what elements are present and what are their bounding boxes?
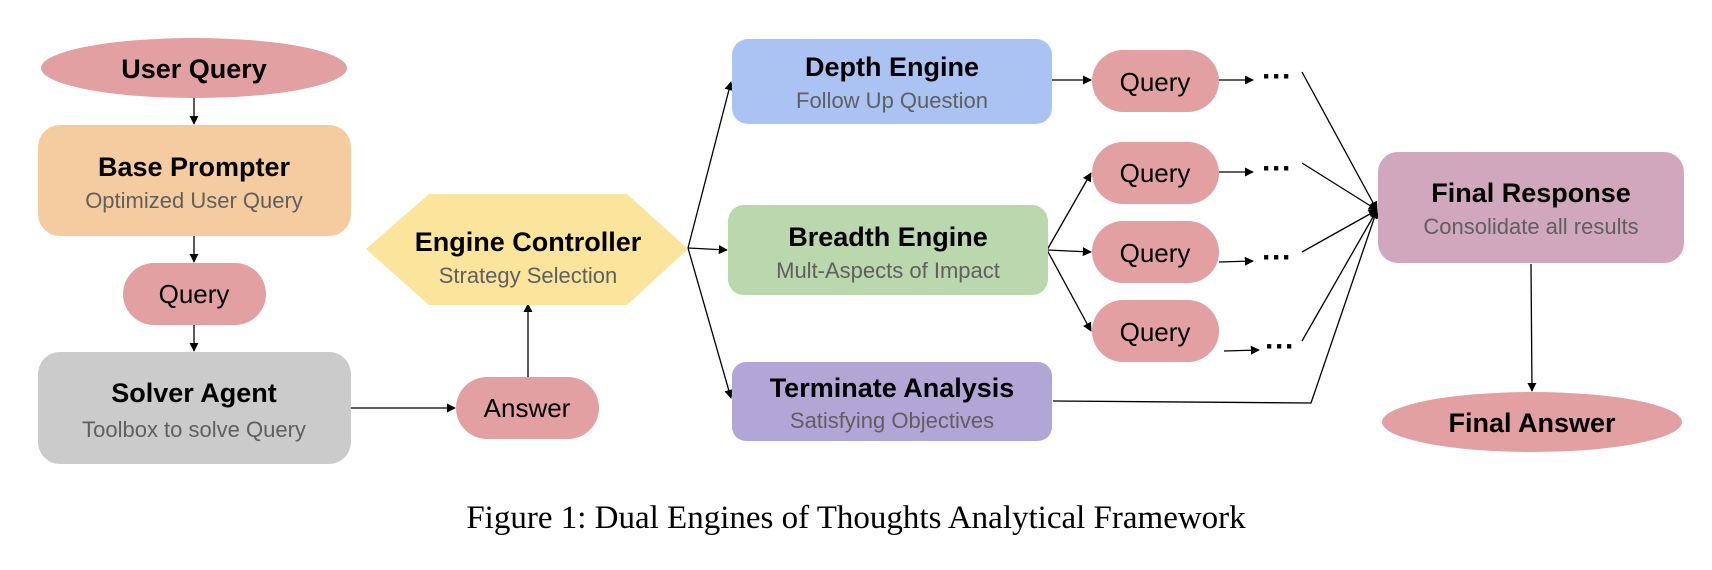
- solver-agent-title: Solver Agent: [111, 378, 277, 408]
- query-left-node: Query: [123, 263, 266, 325]
- base-prompter-title: Base Prompter: [98, 152, 291, 182]
- engine-controller-title: Engine Controller: [415, 227, 642, 257]
- engine-controller-subtitle: Strategy Selection: [439, 263, 618, 288]
- query-breadth-2-node: Query: [1092, 221, 1219, 283]
- terminate-analysis-title: Terminate Analysis: [770, 373, 1015, 403]
- query-depth-label: Query: [1120, 67, 1191, 97]
- edge-query2-dots: [1218, 256, 1254, 266]
- query-breadth-2-label: Query: [1120, 238, 1191, 268]
- depth-engine-node: Depth Engine Follow Up Question: [732, 39, 1052, 124]
- final-response-subtitle: Consolidate all results: [1423, 214, 1638, 239]
- query-breadth-3-label: Query: [1120, 317, 1191, 347]
- answer-node: Answer: [456, 377, 599, 439]
- edge-controller-terminate: [687, 247, 734, 399]
- breadth-engine-title: Breadth Engine: [788, 222, 988, 252]
- edge-dots2-finalresponse: [1301, 162, 1378, 211]
- edges: [189, 71, 1537, 413]
- edge-controller-depth: [687, 81, 734, 249]
- breadth-engine-subtitle: Mult-Aspects of Impact: [776, 258, 1000, 283]
- breadth-engine-node: Breadth Engine Mult-Aspects of Impact: [728, 205, 1048, 295]
- base-prompter-subtitle: Optimized User Query: [85, 188, 303, 213]
- edge-dots1-finalresponse: [1301, 71, 1378, 211]
- continuation-dots-4: ···: [1265, 330, 1295, 363]
- edge-controller-breadth: [687, 245, 728, 255]
- terminate-analysis-subtitle: Satisfying Objectives: [790, 408, 994, 433]
- edge-breadth-query1: [1046, 172, 1092, 251]
- edge-dots4-finalresponse: [1301, 209, 1378, 342]
- final-answer-title: Final Answer: [1448, 408, 1616, 438]
- continuation-dots-1: ···: [1262, 60, 1292, 93]
- depth-engine-subtitle: Follow Up Question: [796, 88, 988, 113]
- final-response-title: Final Response: [1431, 178, 1631, 208]
- figure-caption: Figure 1: Dual Engines of Thoughts Analy…: [466, 500, 1246, 536]
- query-depth-node: Query: [1092, 50, 1219, 112]
- query-breadth-1-node: Query: [1092, 142, 1219, 204]
- continuation-dots-3: ···: [1262, 241, 1292, 274]
- user-query-node: User Query: [41, 38, 347, 98]
- edge-breadth-query2: [1046, 247, 1092, 257]
- query-breadth-3-node: Query: [1092, 300, 1219, 362]
- engine-controller-node: Engine Controller Strategy Selection: [366, 194, 688, 305]
- solver-agent-node: Solver Agent Toolbox to solve Query: [38, 352, 351, 464]
- continuation-dots-2: ···: [1262, 152, 1292, 185]
- edge-dots3-finalresponse: [1301, 209, 1378, 253]
- answer-label: Answer: [484, 393, 571, 423]
- query-left-label: Query: [159, 279, 230, 309]
- edge-terminate-finalresponse: [1052, 209, 1379, 404]
- edge-query3-dots: [1223, 345, 1260, 355]
- edge-finalresponse-finalanswer: [1527, 263, 1537, 392]
- edge-breadth-query3: [1046, 249, 1092, 332]
- query-breadth-1-label: Query: [1120, 158, 1191, 188]
- terminate-analysis-node: Terminate Analysis Satisfying Objectives: [732, 362, 1052, 441]
- depth-engine-title: Depth Engine: [805, 52, 979, 82]
- base-prompter-node: Base Prompter Optimized User Query: [38, 125, 351, 236]
- solver-agent-subtitle: Toolbox to solve Query: [82, 417, 306, 442]
- final-answer-node: Final Answer: [1382, 392, 1682, 452]
- user-query-title: User Query: [121, 54, 267, 84]
- final-response-node: Final Response Consolidate all results: [1378, 152, 1684, 263]
